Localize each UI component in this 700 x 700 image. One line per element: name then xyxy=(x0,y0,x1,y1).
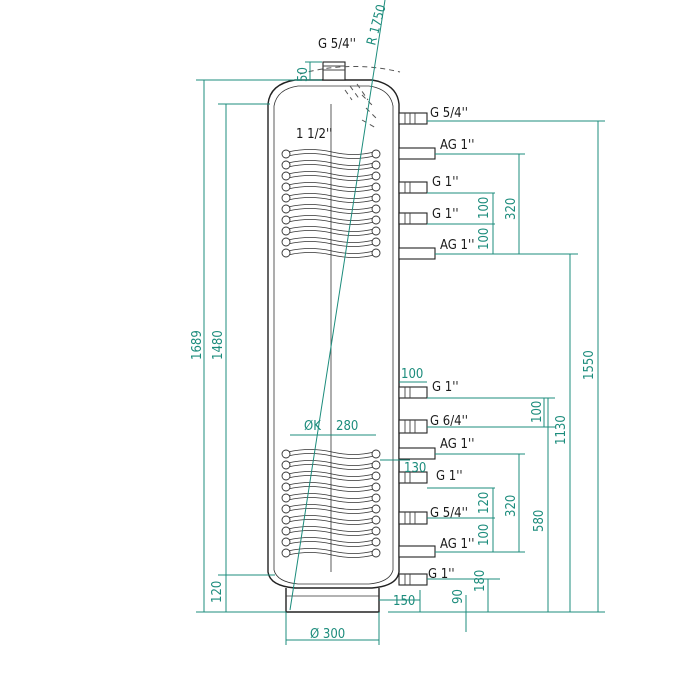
dim-base: 120 xyxy=(210,581,225,603)
dim-tank-height: 1480 xyxy=(211,330,226,360)
label-sensor-1: G 1'' xyxy=(432,175,459,190)
lower-coil-turn xyxy=(281,449,381,459)
lower-coil-turn xyxy=(281,482,381,492)
upper-coil-turn xyxy=(281,237,381,247)
label-upper-coil-out: AG 1'' xyxy=(440,238,474,253)
nozzle-upper-coil-in xyxy=(398,147,436,160)
lower-coil-turn xyxy=(281,515,381,525)
label-sensor-2: G 1'' xyxy=(432,207,459,222)
upper-coil-turn xyxy=(281,149,381,159)
label-lower-coil-out: AG 1'' xyxy=(440,537,474,552)
dim-bottom-level: 180 xyxy=(473,570,488,592)
label-sensor-flange: 1 1/2'' xyxy=(296,127,332,142)
lower-coil-turn xyxy=(281,471,381,481)
dim-mid-spacing: 100 xyxy=(530,401,545,423)
label-lower-side: G 5/4'' xyxy=(430,506,468,521)
upper-coil-turn xyxy=(281,204,381,214)
dim-top-neck: 50 xyxy=(296,67,311,82)
nozzle-sensor-1 xyxy=(398,181,428,194)
lower-coil-turn xyxy=(281,460,381,470)
dim-tilt-radius: R 1750 xyxy=(364,3,389,47)
upper-coil-turn xyxy=(281,171,381,181)
dim-mid-level: 1130 xyxy=(554,415,569,445)
label-mid-1: G 1'' xyxy=(432,380,459,395)
lower-coil-turn xyxy=(281,548,381,558)
dim-upper-pitch-2: 100 xyxy=(477,228,492,250)
nozzle-upper-side xyxy=(398,112,428,125)
dim-lower-coil-height: 320 xyxy=(504,495,519,517)
upper-coil-turn xyxy=(281,160,381,170)
nozzle-mid-2 xyxy=(398,419,428,434)
dim-lower-pitch-2: 100 xyxy=(477,524,492,546)
dim-foot-diameter: Ø 300 xyxy=(310,627,345,642)
lower-coil-turn xyxy=(281,504,381,514)
upper-coil-turn xyxy=(281,226,381,236)
dim-upper-coil-level: 1550 xyxy=(582,350,597,380)
lower-coil-turn xyxy=(281,493,381,503)
tank-body xyxy=(267,61,401,613)
dim-coil-offset: 130 xyxy=(404,461,426,476)
dim-upper-coil-height: 320 xyxy=(504,198,519,220)
label-mid-2: G 6/4'' xyxy=(430,414,468,429)
nozzle-mid-1 xyxy=(398,386,428,399)
lower-coil-turn xyxy=(281,526,381,536)
label-top: G 5/4'' xyxy=(318,37,356,52)
nozzle-lower-sensor xyxy=(398,471,428,484)
nozzles xyxy=(398,112,436,586)
label-lower-sensor: G 1'' xyxy=(436,469,463,484)
upper-coil-turn xyxy=(281,215,381,225)
label-lower-coil-in: AG 1'' xyxy=(440,437,474,452)
nozzle-lower-side xyxy=(398,511,428,525)
dim-bottom-offset: 90 xyxy=(451,589,466,604)
dim-coil-diameter: ØK xyxy=(304,419,321,434)
upper-coil-turn xyxy=(281,248,381,258)
dimension-lines xyxy=(196,0,605,645)
lower-coil xyxy=(281,449,381,558)
dim-total-height: 1689 xyxy=(190,330,205,360)
dim-coil-diameter-value: 280 xyxy=(336,419,358,434)
upper-coil xyxy=(281,149,381,258)
nozzle-lower-coil-in xyxy=(398,447,436,460)
dim-bottom-nozzle-length: 150 xyxy=(393,594,415,609)
dim-lower-coil-level: 580 xyxy=(532,510,547,532)
dim-upper-pitch-1: 100 xyxy=(477,197,492,219)
upper-coil-turn xyxy=(281,182,381,192)
dim-nozzle-length: 100 xyxy=(401,367,423,382)
dim-lower-pitch-1: 120 xyxy=(477,492,492,514)
nozzle-upper-coil-out xyxy=(398,247,436,260)
label-bottom: G 1'' xyxy=(428,567,455,582)
nozzle-lower-coil-out xyxy=(398,545,436,558)
label-upper-side: G 5/4'' xyxy=(430,106,468,121)
nozzle-bottom xyxy=(398,573,428,586)
upper-coil-turn xyxy=(281,193,381,203)
nozzle-sensor-2 xyxy=(398,212,428,225)
label-upper-coil-in: AG 1'' xyxy=(440,138,474,153)
